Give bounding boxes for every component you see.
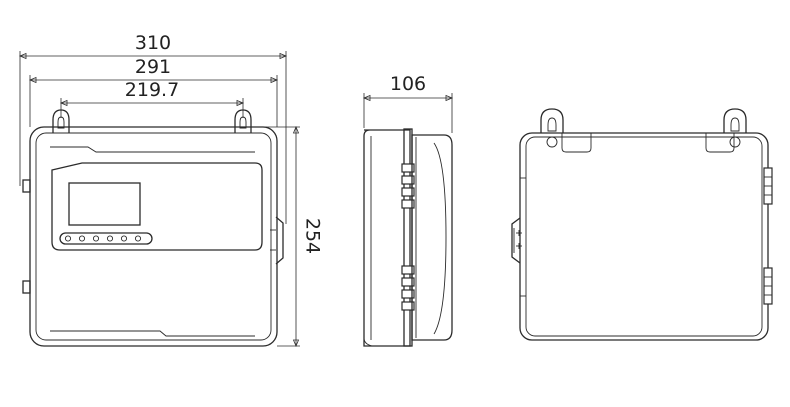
side-hinge-bottom <box>401 265 415 311</box>
back-mount-ear-right <box>723 108 747 148</box>
front-latch <box>275 216 284 265</box>
front-view <box>22 109 284 347</box>
side-hinge-top <box>401 163 415 209</box>
front-dimensions: 310 291 219.7 254 <box>18 32 324 348</box>
dim-height: 254 <box>302 218 324 254</box>
front-hinge-top <box>22 179 31 193</box>
front-screen <box>68 182 141 226</box>
front-hinge-bottom <box>22 280 31 294</box>
back-enclosure-body <box>519 132 769 341</box>
side-dimensions: 106 <box>362 73 454 133</box>
back-view <box>511 108 773 341</box>
back-hinge-top <box>763 167 773 205</box>
side-hinge-rail <box>403 128 413 347</box>
front-lid <box>35 132 272 341</box>
front-display-panel <box>51 162 263 251</box>
dim-body-width: 291 <box>135 56 171 78</box>
front-enclosure-body <box>29 126 278 347</box>
dim-mount-spacing: 219.7 <box>125 79 179 101</box>
back-mount-ear-left <box>540 108 564 148</box>
back-latch <box>511 217 521 264</box>
side-view <box>363 128 453 347</box>
front-button-strip <box>59 232 153 245</box>
front-buttons <box>64 235 142 242</box>
dim-depth: 106 <box>390 73 426 95</box>
side-lid <box>411 134 453 341</box>
dim-overall-width: 310 <box>135 32 171 54</box>
back-hinge-bottom <box>763 267 773 305</box>
